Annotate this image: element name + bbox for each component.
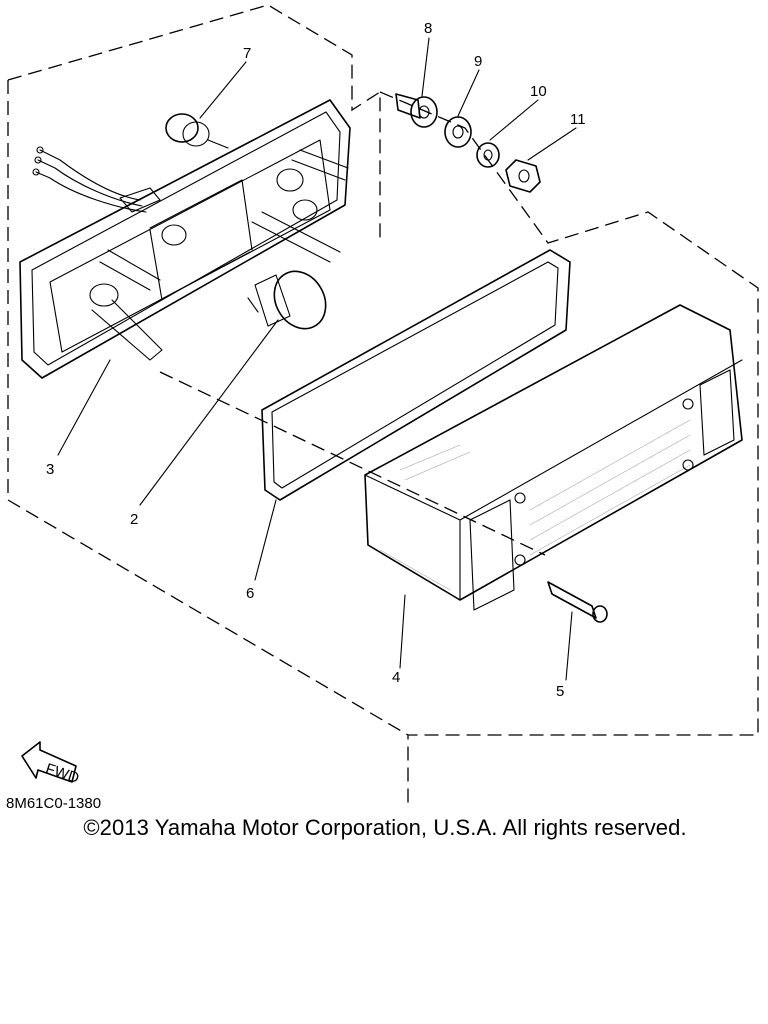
forward-arrow-icon: FWD [21, 741, 81, 787]
callout-4: 4 [392, 669, 400, 686]
callout-6: 6 [246, 585, 254, 602]
gasket [261, 249, 571, 501]
callout-10: 10 [530, 83, 547, 100]
screw [547, 581, 608, 623]
lamp-housing [19, 99, 351, 379]
bulb [247, 270, 327, 330]
callout-2: 2 [130, 511, 138, 528]
callout-11: 11 [570, 111, 586, 128]
mounting-hardware [395, 93, 541, 193]
leader-lines [57, 37, 577, 681]
callout-8: 8 [424, 20, 432, 37]
callout-7: 7 [243, 45, 251, 62]
callout-3: 3 [46, 461, 54, 478]
assembly-boundary [7, 4, 759, 805]
grommet [165, 113, 229, 149]
callout-9: 9 [474, 53, 482, 70]
drawing-code: 8M61C0-1380 [6, 795, 101, 812]
lens [364, 304, 743, 611]
copyright-notice: ©2013 Yamaha Motor Corporation, U.S.A. A… [83, 815, 687, 840]
callout-5: 5 [556, 683, 564, 700]
fwd-badge: FWD [43, 760, 81, 787]
callout-labels: 2 3 4 5 6 7 8 9 10 11 [46, 20, 586, 700]
